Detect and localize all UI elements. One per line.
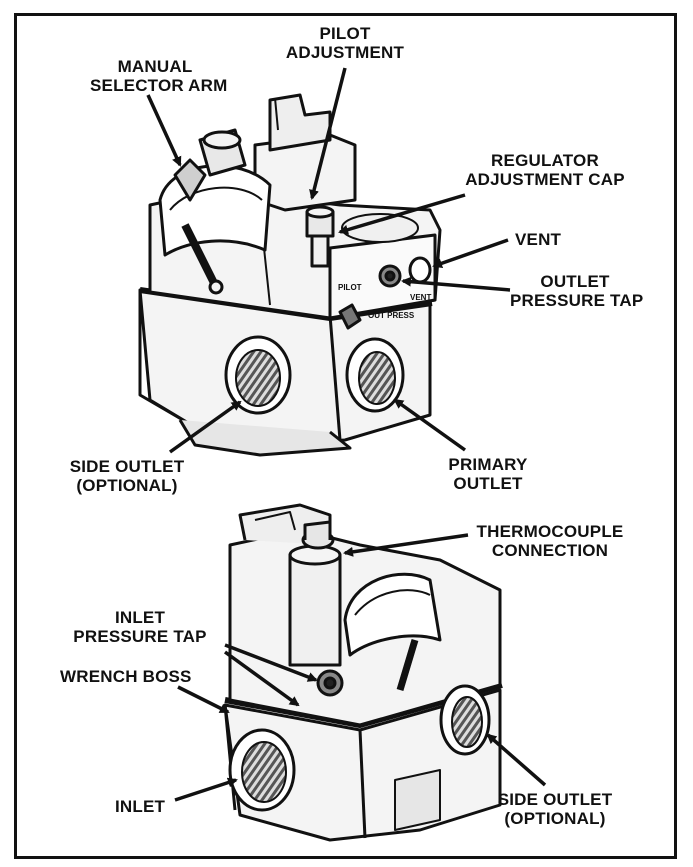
- leader-thermocouple-connection: [343, 533, 469, 557]
- leader-pilot-adjustment: [309, 67, 347, 200]
- leader-lines: [146, 67, 547, 802]
- valve-marking-vent: VENT: [410, 293, 431, 302]
- valve-marking-out-press: OUT PRESS: [368, 311, 415, 320]
- leader-inlet-pressure-tap-a: [224, 643, 318, 682]
- leader-regulator-adjustment-cap: [338, 193, 466, 235]
- label-inlet: INLET: [115, 797, 166, 816]
- label-inlet-pressure-tap: INLET PRESSURE TAP: [73, 608, 207, 646]
- leader-side-outlet-top: [168, 400, 242, 454]
- leader-inlet: [174, 777, 238, 802]
- label-pilot-adjustment: PILOT ADJUSTMENT: [285, 24, 405, 62]
- label-wrench-boss: WRENCH BOSS: [60, 667, 192, 686]
- top-gas-valve: [138, 93, 442, 457]
- leader-vent: [432, 238, 509, 269]
- label-vent: VENT: [515, 230, 562, 249]
- leader-manual-selector-arm: [146, 94, 182, 167]
- label-regulator-adjustment-cap: REGULATOR ADJUSTMENT CAP: [465, 151, 625, 189]
- leader-wrench-boss: [177, 685, 230, 714]
- leader-primary-outlet: [393, 398, 467, 452]
- label-primary-outlet: PRIMARY OUTLET: [448, 455, 528, 493]
- leader-outlet-pressure-tap: [401, 276, 511, 292]
- label-thermocouple-connection: THERMOCOUPLE CONNECTION: [476, 522, 624, 560]
- label-side-outlet-bottom: SIDE OUTLET (OPTIONAL): [497, 790, 613, 828]
- label-side-outlet-top: SIDE OUTLET (OPTIONAL): [69, 457, 185, 495]
- label-manual-selector-arm: MANUAL SELECTOR ARM: [90, 57, 228, 95]
- leader-side-outlet-bottom: [486, 733, 547, 787]
- leader-inlet-pressure-tap-b: [223, 650, 300, 707]
- bottom-gas-valve: [223, 503, 503, 842]
- label-outlet-pressure-tap: OUTLET PRESSURE TAP: [510, 272, 644, 310]
- valve-marking-pilot: PILOT: [338, 283, 362, 292]
